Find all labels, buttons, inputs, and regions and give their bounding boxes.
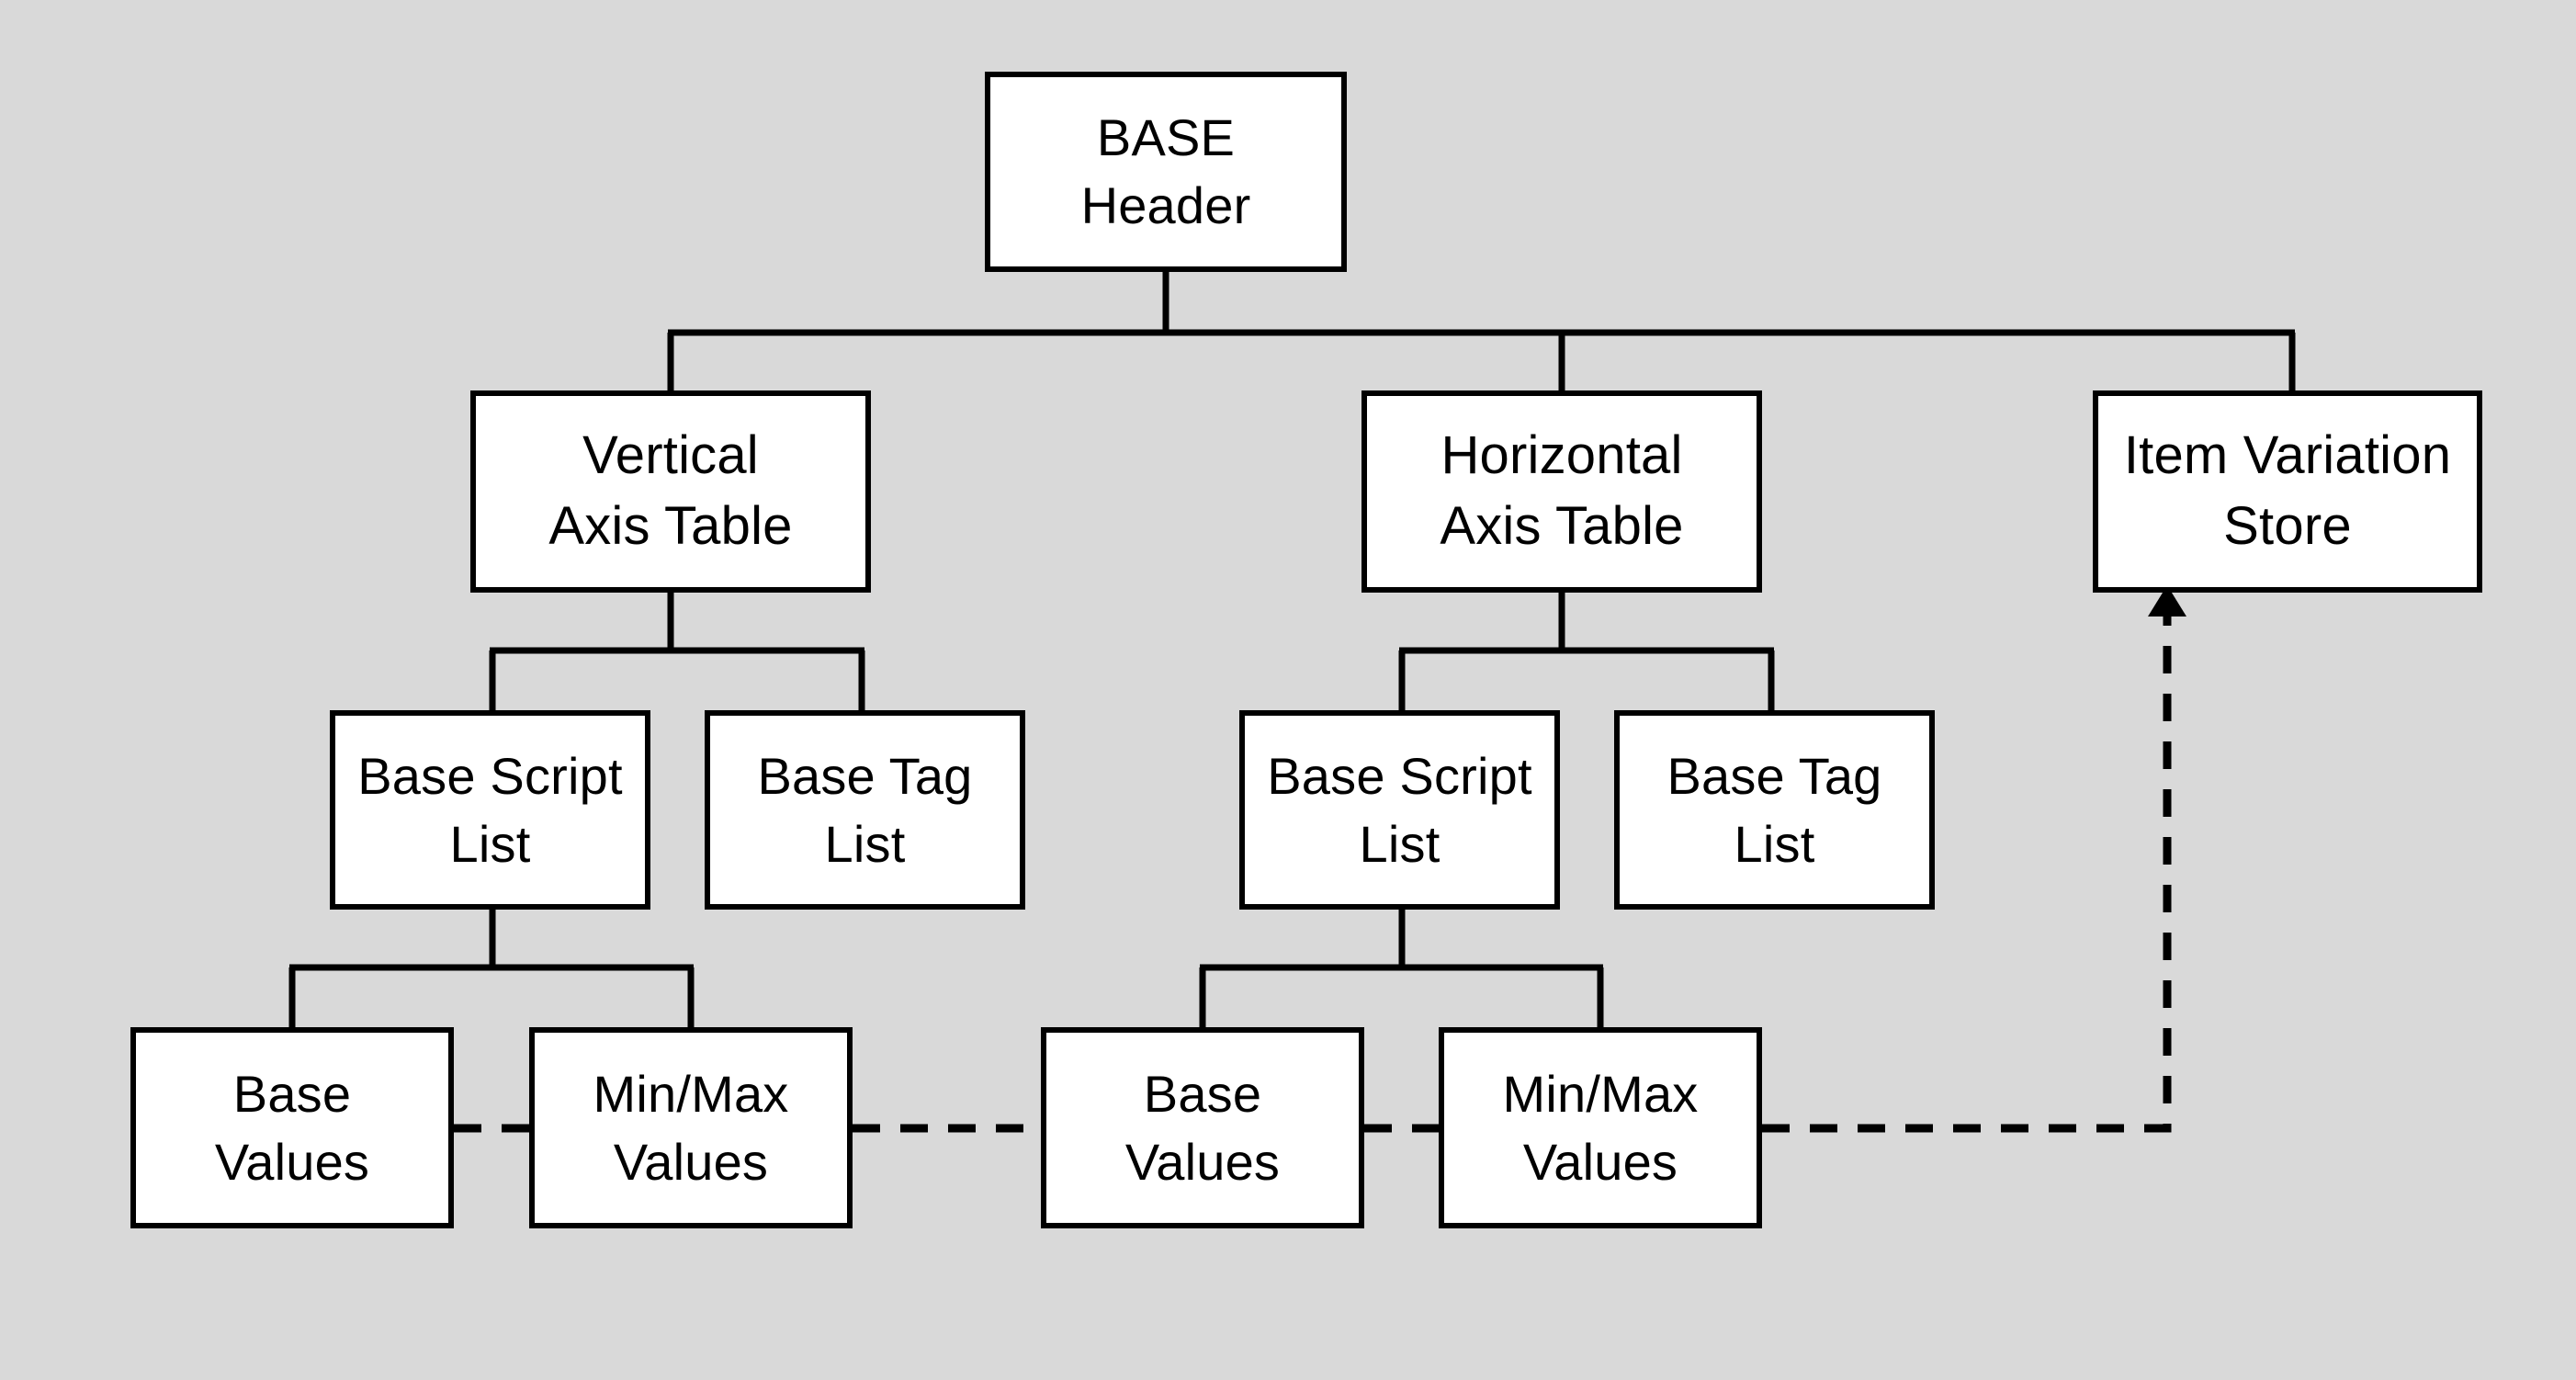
node-label-line: Values (214, 1132, 370, 1191)
node-label-line: Item Variation (2123, 425, 2452, 486)
node-label-line: Values (1522, 1132, 1678, 1191)
node-label-line: Base Script (357, 746, 623, 805)
node-label-line: List (824, 814, 906, 873)
node-label-line: List (449, 814, 531, 873)
node-label-line: BASE (1096, 108, 1236, 167)
node-label-line: Base (232, 1064, 352, 1123)
node-label-line: Values (1124, 1132, 1281, 1191)
node-base-header[interactable]: BASE Header (985, 72, 1347, 272)
node-label-line: Store (2223, 496, 2352, 556)
node-label-line: Base Tag (757, 746, 973, 805)
node-label-line: Min/Max (1502, 1064, 1699, 1123)
node-label-line: Base (1143, 1064, 1262, 1123)
node-label-line: Axis Table (548, 496, 793, 556)
node-label-line: Axis Table (1440, 496, 1684, 556)
node-label-line: List (1359, 814, 1441, 873)
node-label-line: Vertical (582, 425, 759, 486)
node-label-line: List (1734, 814, 1815, 873)
node-label-line: Header (1080, 176, 1251, 234)
node-label-line: Values (613, 1132, 769, 1191)
node-label-line: Horizontal (1441, 425, 1683, 486)
node-label-line: Base Tag (1666, 746, 1882, 805)
node-label-line: Min/Max (593, 1064, 789, 1123)
node-label-line: Base Script (1267, 746, 1532, 805)
